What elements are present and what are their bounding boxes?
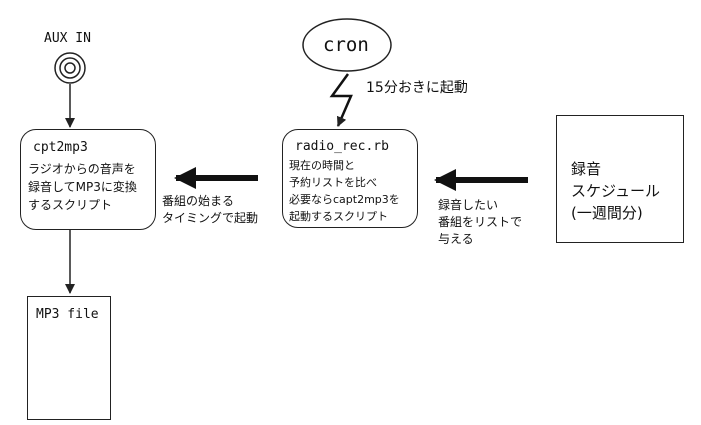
schedule-document: 録音 スケジュール (一週間分) (556, 115, 684, 243)
aux-in-label: AUX IN (44, 31, 91, 46)
arrow-right-label-line: 番組をリストで (438, 215, 523, 229)
schedule-line: 録音 (571, 160, 602, 178)
cron-label: cron (323, 34, 369, 56)
radio-rec-desc-line: 起動するスクリプト (289, 210, 388, 223)
cron-trigger-label: 15分おきに起動 (366, 80, 468, 96)
radio-rec-box: radio_rec.rb 現在の時間と 予約リストを比べ 必要ならcapt2mp… (282, 129, 418, 228)
cpt2mp3-title: cpt2mp3 (33, 140, 88, 155)
cpt2mp3-box: cpt2mp3 ラジオからの音声を 録音してMP3に変換 するスクリプト (20, 129, 156, 230)
arrow-left-label-line: タイミングで起動 (162, 211, 259, 225)
radio-rec-desc-line: 現在の時間と (289, 159, 355, 172)
schedule-line: (一週間分) (571, 204, 643, 222)
mp3-file-document: MP3 file (27, 296, 111, 420)
arrow-left-label-line: 番組の始まる (162, 194, 235, 208)
cpt2mp3-desc-line: 録音してMP3に変換 (28, 180, 137, 194)
arrow-right-label-line: 録音したい (438, 198, 499, 212)
mp3-file-label: MP3 file (36, 307, 99, 322)
radio-rec-desc-line: 予約リストを比べ (289, 176, 377, 189)
aux-in-jack-icon (54, 52, 86, 84)
radio-rec-desc-line: 必要ならcapt2mp3を (289, 193, 400, 206)
radio-rec-title: radio_rec.rb (295, 139, 389, 154)
cpt2mp3-desc-line: するスクリプト (28, 198, 113, 212)
schedule-line: スケジュール (571, 182, 660, 200)
cron-trigger-bolt-icon (329, 73, 353, 127)
arrow-right-label-line: 与える (438, 232, 474, 246)
cpt2mp3-desc-line: ラジオからの音声を (28, 162, 136, 176)
